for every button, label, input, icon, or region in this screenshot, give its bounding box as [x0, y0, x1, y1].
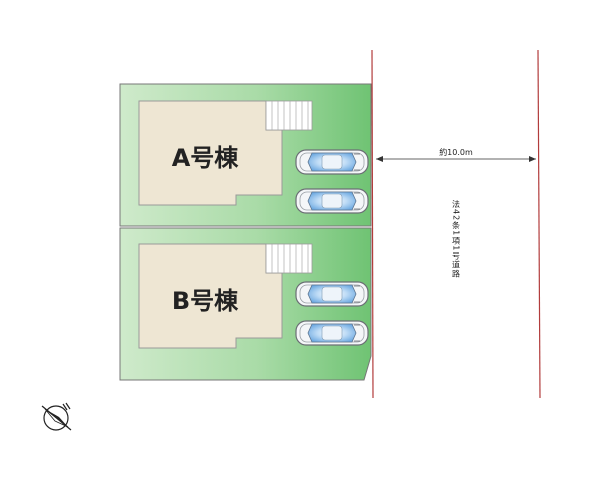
- stairs-icon: [265, 100, 313, 131]
- car-icon: [295, 188, 369, 214]
- building-b-label: B号棟: [172, 287, 239, 315]
- road-width-dimension: [376, 156, 536, 162]
- car-icon: [295, 281, 369, 307]
- car-icon: [295, 320, 369, 346]
- road-width-label: 約10.0m: [439, 147, 473, 157]
- road-edge-right: [537, 49, 541, 399]
- road-edge-left: [371, 49, 374, 399]
- compass-icon: [41, 402, 72, 431]
- road-type-label: 法42条1項1号道路: [452, 199, 461, 278]
- building-a-label: A号棟: [172, 144, 240, 172]
- stairs-icon: [265, 243, 313, 274]
- car-icon: [295, 149, 369, 175]
